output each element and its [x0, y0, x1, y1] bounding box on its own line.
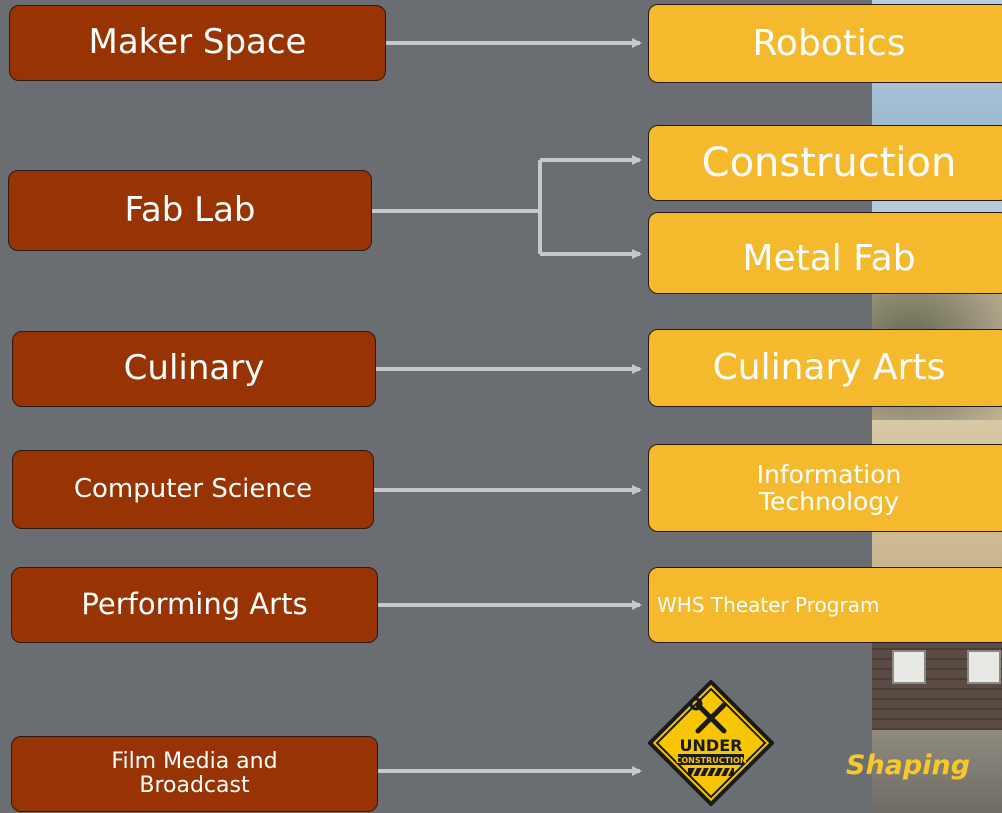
box-robotics: Robotics [648, 4, 1002, 83]
tagline-text: Shaping [846, 750, 971, 781]
box-culinary-arts: Culinary Arts [648, 329, 1002, 407]
sign-under-text: UNDER [680, 736, 743, 755]
box-whs-theater: WHS Theater Program [648, 567, 1002, 643]
tools-icon [695, 702, 727, 734]
box-metal-fab: Metal Fab [648, 212, 1002, 294]
box-fab-lab: Fab Lab [8, 170, 372, 251]
box-computer-science: Computer Science [12, 450, 374, 529]
under-construction-sign: UNDER CONSTRUCTION [648, 680, 774, 806]
box-culinary: Culinary [12, 331, 376, 407]
box-performing-arts: Performing Arts [11, 567, 378, 643]
box-construction: Construction [648, 125, 1002, 201]
box-information-technology: Information Technology [648, 444, 1002, 532]
sign-construction-text: CONSTRUCTION [675, 756, 746, 765]
box-maker-space: Maker Space [9, 5, 386, 81]
box-film-media: Film Media and Broadcast [11, 736, 378, 812]
